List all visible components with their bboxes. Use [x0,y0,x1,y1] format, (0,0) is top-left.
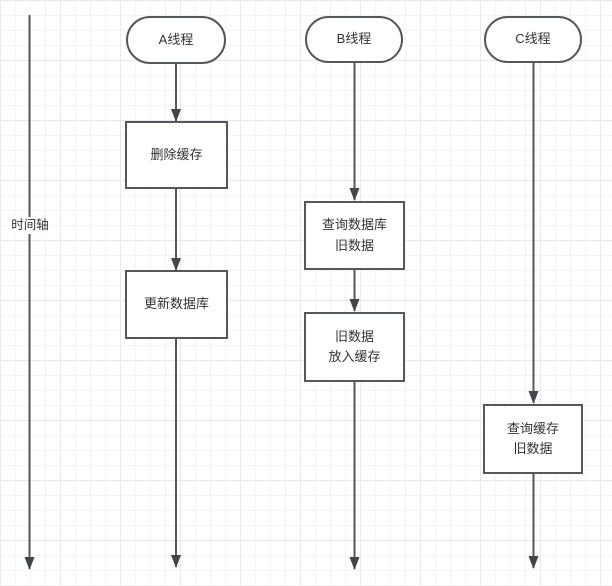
node-update-database[interactable]: 更新数据库 [125,270,228,339]
node-query-database-old-data-label: 查询数据库 旧数据 [321,217,387,253]
node-query-cache-old-data-label: 查询缓存 旧数据 [506,420,559,456]
node-thread-c-label: C线程 [515,31,551,47]
node-thread-b-label: B线程 [336,31,372,47]
node-thread-c[interactable]: C线程 [484,16,582,63]
node-old-data-into-cache[interactable]: 旧数据 放入缓存 [304,312,405,382]
node-update-database-label: 更新数据库 [143,296,209,312]
node-old-data-into-cache-label: 旧数据 放入缓存 [328,328,381,364]
node-delete-cache[interactable]: 删除缓存 [125,121,228,189]
node-thread-a-label: A线程 [158,31,194,47]
node-query-cache-old-data[interactable]: 查询缓存 旧数据 [483,404,583,474]
node-thread-a[interactable]: A线程 [126,16,226,64]
timeline-axis-label: 时间轴 [9,217,51,234]
node-delete-cache-label: 删除缓存 [150,146,203,162]
node-thread-b[interactable]: B线程 [305,16,403,63]
node-query-database-old-data[interactable]: 查询数据库 旧数据 [304,201,405,270]
